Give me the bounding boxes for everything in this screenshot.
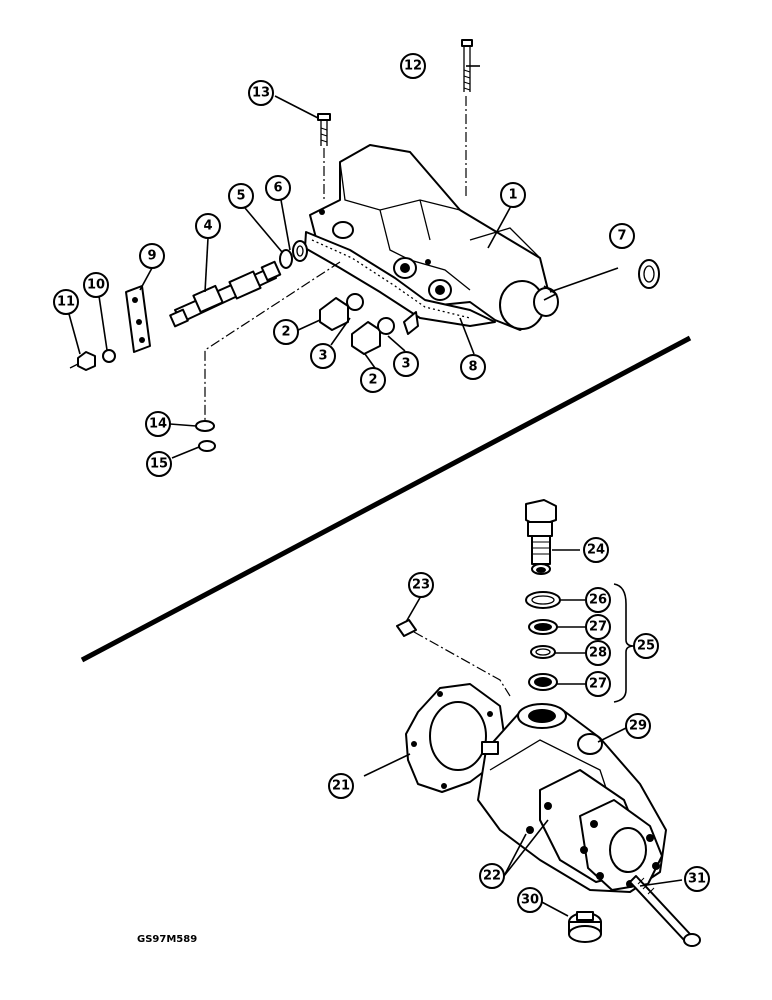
svg-text:6: 6 <box>273 181 282 196</box>
plug-2-left <box>319 297 349 331</box>
svg-text:15: 15 <box>150 457 168 472</box>
callout-29: 29 <box>625 713 651 739</box>
seal-6 <box>292 240 308 262</box>
bolt-31 <box>629 875 701 947</box>
callout-23: 23 <box>408 572 434 598</box>
washer-3-right <box>377 317 395 335</box>
svg-text:5: 5 <box>236 189 245 204</box>
dowel-pin-23 <box>396 619 417 637</box>
callout-13: 13 <box>248 80 274 106</box>
svg-text:14: 14 <box>149 417 167 432</box>
pump-assembly <box>477 703 667 893</box>
callout-25: 25 <box>633 633 659 659</box>
svg-text:27: 27 <box>589 677 607 692</box>
callout-5: 5 <box>228 183 254 209</box>
callout-26: 26 <box>585 587 611 613</box>
svg-text:10: 10 <box>87 278 105 293</box>
svg-text:24: 24 <box>587 543 605 558</box>
svg-text:2: 2 <box>368 373 377 388</box>
svg-text:11: 11 <box>57 295 75 310</box>
svg-text:28: 28 <box>589 646 607 661</box>
svg-text:9: 9 <box>147 249 156 264</box>
svg-text:29: 29 <box>629 719 647 734</box>
o-ring-28 <box>530 645 556 659</box>
relief-valve-24 <box>525 499 557 575</box>
svg-text:30: 30 <box>521 893 539 908</box>
callout-22: 22 <box>479 863 505 889</box>
svg-text:27: 27 <box>589 620 607 635</box>
callout-30: 30 <box>517 887 543 913</box>
gasket-21 <box>405 683 505 793</box>
svg-text:26: 26 <box>589 593 607 608</box>
washer-10 <box>102 349 116 363</box>
svg-text:21: 21 <box>332 779 350 794</box>
callout-14: 14 <box>145 411 171 437</box>
washer-3-left <box>346 293 364 311</box>
bolt-12 <box>461 39 473 92</box>
o-ring-7 <box>638 259 660 289</box>
callout-21: 21 <box>328 773 354 799</box>
callout-11: 11 <box>53 289 79 315</box>
drawing-code-label: GS97M589 <box>137 934 197 945</box>
plug-30 <box>568 911 602 943</box>
gasket-8 <box>304 231 496 327</box>
callout-28: 28 <box>585 640 611 666</box>
washer-26 <box>525 591 561 609</box>
spool-4 <box>169 260 282 328</box>
svg-text:23: 23 <box>412 578 430 593</box>
svg-text:13: 13 <box>252 86 270 101</box>
callout-8: 8 <box>460 354 486 380</box>
seal-5 <box>279 249 293 269</box>
link-9 <box>125 285 151 353</box>
svg-text:22: 22 <box>483 869 501 884</box>
callout-2-left: 2 <box>273 319 299 345</box>
callout-27-lower: 27 <box>585 671 611 697</box>
callout-10: 10 <box>83 272 109 298</box>
svg-text:7: 7 <box>617 229 626 244</box>
section-divider-line <box>80 335 692 663</box>
svg-text:4: 4 <box>203 219 212 234</box>
callout-12: 12 <box>400 53 426 79</box>
svg-text:3: 3 <box>401 357 410 372</box>
nut-11 <box>77 351 96 371</box>
svg-text:31: 31 <box>688 872 706 887</box>
svg-text:1: 1 <box>508 188 517 203</box>
callout-3-left: 3 <box>310 343 336 369</box>
svg-text:3: 3 <box>318 349 327 364</box>
washer-15 <box>198 440 216 452</box>
plug-2-right <box>351 321 381 355</box>
callout-4: 4 <box>195 213 221 239</box>
callout-2-right: 2 <box>360 367 386 393</box>
callout-31: 31 <box>684 866 710 892</box>
svg-text:12: 12 <box>404 59 422 74</box>
svg-text:8: 8 <box>468 360 477 375</box>
callout-7: 7 <box>609 223 635 249</box>
valve-body-1 <box>309 144 559 331</box>
callout-3-right: 3 <box>393 351 419 377</box>
callout-15: 15 <box>146 451 172 477</box>
svg-text:2: 2 <box>281 325 290 340</box>
callout-1: 1 <box>500 182 526 208</box>
callout-6: 6 <box>265 175 291 201</box>
bolt-13 <box>317 113 331 146</box>
svg-text:25: 25 <box>637 639 655 654</box>
callout-9: 9 <box>139 243 165 269</box>
group-bracket-25 <box>613 583 635 703</box>
callout-24: 24 <box>583 537 609 563</box>
callout-27-upper: 27 <box>585 614 611 640</box>
washer-14 <box>195 420 215 432</box>
